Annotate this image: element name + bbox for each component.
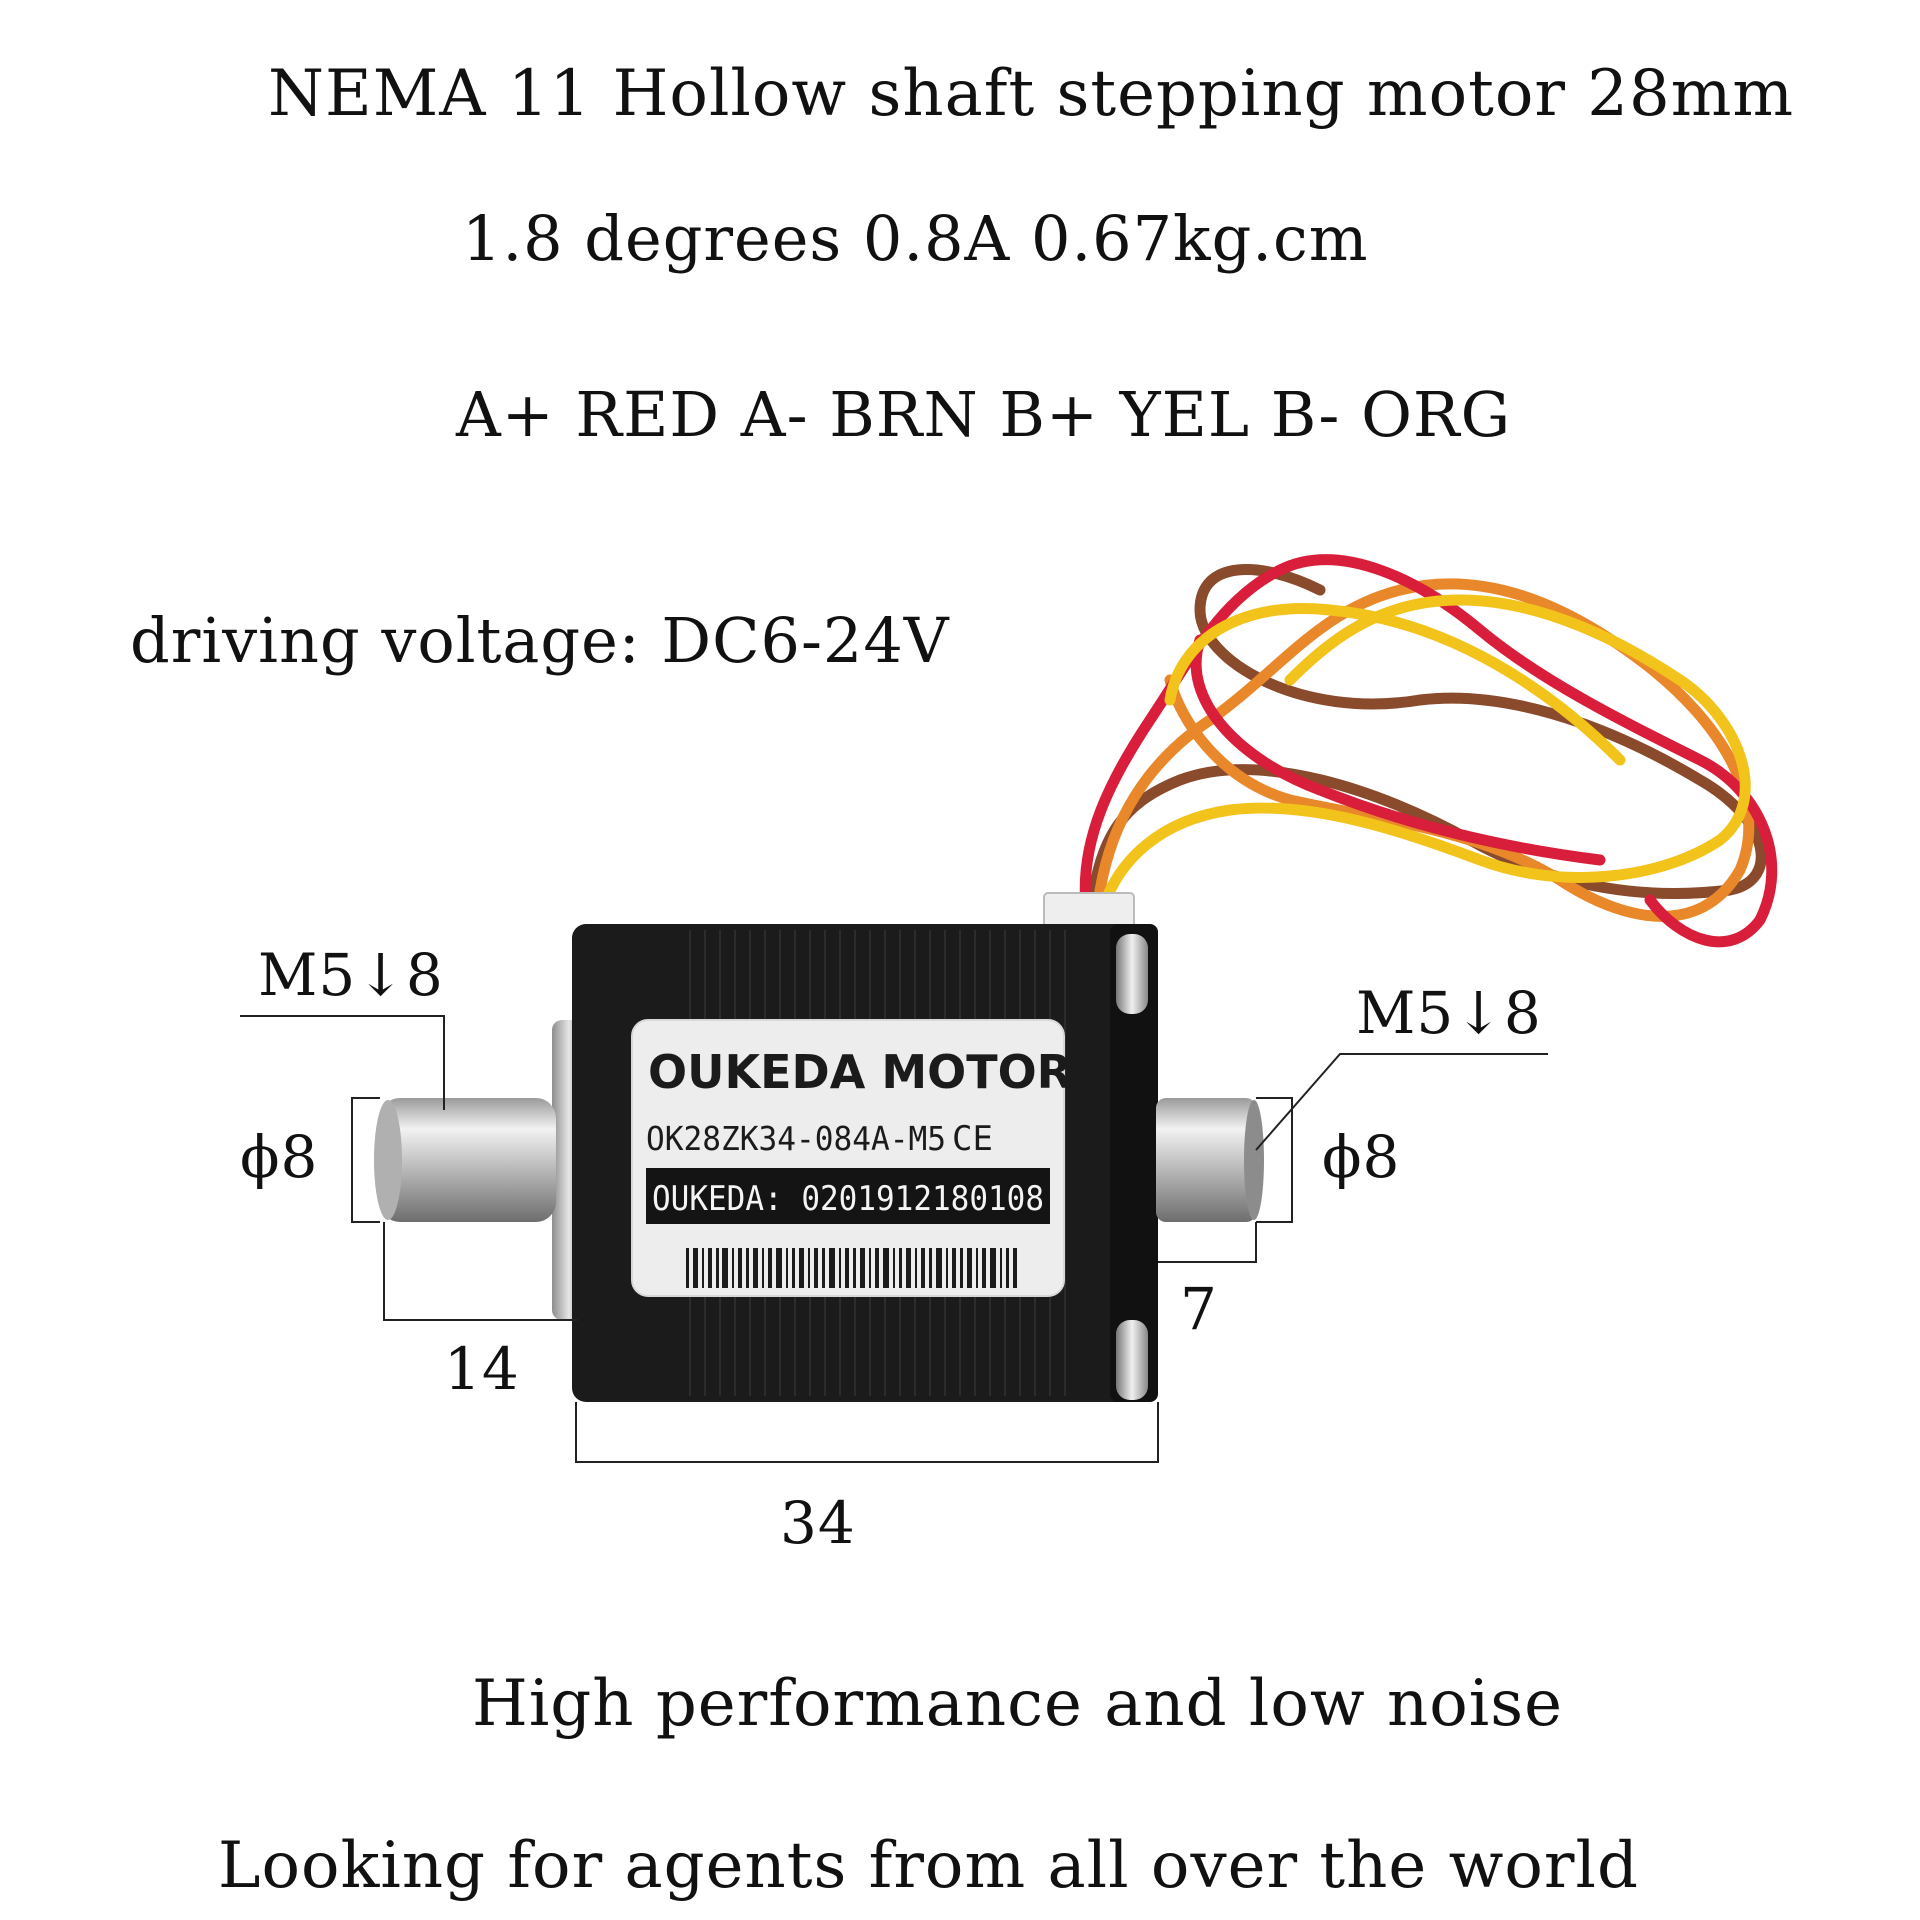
dim-shaft-left (383, 1222, 578, 1321)
wire-red-loop (1190, 634, 1606, 866)
dim-body (575, 1402, 1159, 1463)
wire-orange (1092, 578, 1755, 922)
wire-yellow-loop (1164, 603, 1626, 766)
wire-bundle (1079, 554, 1778, 948)
label-serial: OUKEDA: 0201912180108 (652, 1179, 1044, 1219)
bolt-bottom (1116, 1320, 1148, 1400)
wire-yellow (1098, 594, 1751, 911)
label-serial-strip (646, 1168, 1050, 1224)
voltage-text: driving voltage: DC6-24V (130, 604, 950, 677)
tagline-agents: Looking for agents from all over the wor… (218, 1829, 1639, 1903)
dim-shaft-right (1158, 1222, 1257, 1263)
bracket-dia-left (351, 1097, 380, 1223)
shaft-length-left: 14 (444, 1335, 520, 1403)
leader-thread-right (1255, 1053, 1548, 1151)
right-shaft (1156, 1098, 1264, 1222)
leader-thread-left (240, 1015, 445, 1110)
tagline-performance: High performance and low noise (472, 1667, 1563, 1741)
wire-red (1079, 554, 1778, 948)
thread-label-left: M5↓8 (258, 941, 444, 1009)
specs-text: 1.8 degrees 0.8A 0.67kg.cm (462, 202, 1369, 275)
diameter-label-left: ϕ8 (240, 1123, 319, 1191)
label-ce-mark: CE (952, 1119, 993, 1159)
body-length: 34 (780, 1489, 856, 1557)
motor-label: OUKEDA MOTOR OK28ZK34-084A-M5 CE OUKEDA:… (631, 1019, 1072, 1297)
bracket-dia-right (1256, 1097, 1293, 1223)
title-text: NEMA 11 Hollow shaft stepping motor 28mm (268, 57, 1795, 131)
label-brand: OUKEDA MOTOR (648, 1045, 1072, 1099)
thread-label-right: M5↓8 (1356, 979, 1542, 1047)
dimension-lines (240, 1015, 1548, 1463)
label-model: OK28ZK34-084A-M5 (646, 1119, 946, 1158)
left-shaft (374, 1098, 556, 1222)
diameter-label-right: ϕ8 (1322, 1123, 1401, 1191)
wiring-text: A+ RED A- BRN B+ YEL B- ORG (456, 378, 1512, 451)
bolt-top (1116, 934, 1148, 1014)
barcode (686, 1248, 1017, 1288)
shaft-length-right: 7 (1180, 1275, 1218, 1343)
